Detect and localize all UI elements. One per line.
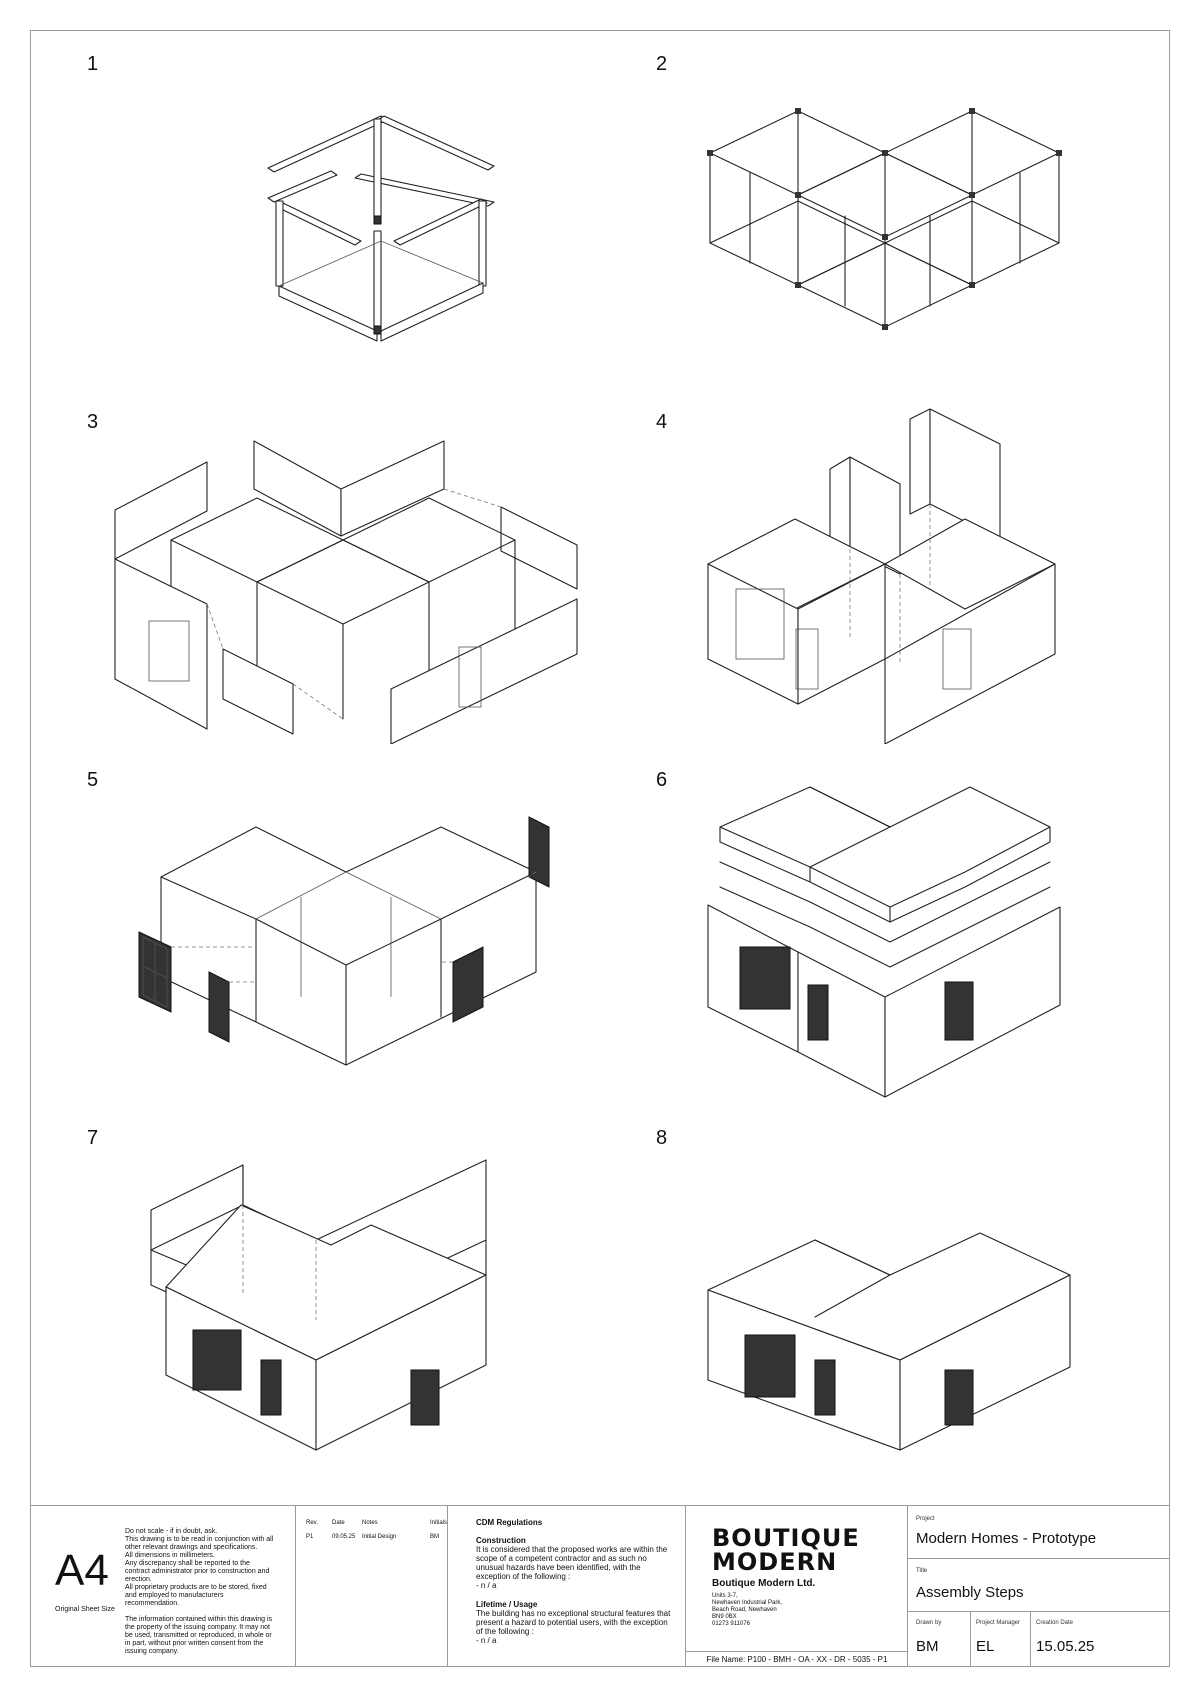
logo-line-2: MODERN	[712, 1548, 838, 1576]
assembly-step-3: 3	[31, 389, 591, 744]
logo-line-1: BOUTIQUE	[712, 1524, 860, 1552]
step-number: 5	[87, 769, 99, 791]
divider	[908, 1558, 1169, 1559]
step-number: 1	[87, 53, 99, 75]
divider	[908, 1611, 1169, 1612]
sheet-size-label: Original Sheet Size	[55, 1606, 115, 1613]
lifetime-heading: Lifetime / Usage	[476, 1600, 538, 1609]
assembly-step-6: 6	[600, 747, 1160, 1102]
frame-with-walls-drawing	[114, 440, 578, 744]
note-general: Do not scale - if in doubt, ask. This dr…	[125, 1528, 274, 1607]
file-name: File Name: P100 - BMH - OA - XX - DR - 5…	[686, 1651, 908, 1667]
step-number: 7	[87, 1127, 99, 1149]
completed-module-drawing	[707, 1232, 1071, 1451]
revision-table: Rev. Date Notes Initials P1 09.05.25 Ini…	[306, 1516, 456, 1544]
step-number: 3	[87, 411, 99, 433]
construction-text: It is considered that the proposed works…	[476, 1545, 668, 1590]
sheet-info-cell: A4 Original Sheet Size Do not scale - if…	[31, 1506, 296, 1667]
rev-col-initials: Initials	[430, 1520, 448, 1526]
company-address: Units 3-7, Newhaven Industrial Park, Bea…	[712, 1593, 783, 1627]
drawn-by-label: Drawn by	[916, 1620, 942, 1626]
rev-col-rev: Rev.	[306, 1520, 318, 1526]
drawing-notes: Do not scale - if in doubt, ask. This dr…	[125, 1528, 275, 1664]
construction-heading: Construction	[476, 1536, 526, 1545]
assembly-step-5: 5	[31, 747, 591, 1102]
step-number: 6	[656, 769, 668, 791]
lifetime-text: The building has no exceptional structur…	[476, 1609, 671, 1645]
cdm-regulations: CDM Regulations Construction It is consi…	[476, 1518, 676, 1655]
revision-table-cell: Rev. Date Notes Initials P1 09.05.25 Ini…	[296, 1506, 448, 1667]
frame-exploded-drawing	[267, 115, 495, 342]
rev-initials: BM	[430, 1534, 439, 1540]
creation-date: 15.05.25	[1036, 1638, 1095, 1655]
step-number: 4	[656, 411, 668, 433]
title-label: Title	[916, 1568, 928, 1574]
project-manager-label: Project Manager	[976, 1620, 1021, 1626]
company-logo: BOUTIQUE MODERN	[712, 1526, 860, 1574]
sheet-size: A4	[55, 1546, 109, 1595]
cdm-heading: CDM Regulations	[476, 1518, 543, 1527]
parapet-drawing	[150, 1159, 487, 1451]
revision-row: P1 09.05.25 Initial Design BM	[306, 1530, 456, 1544]
doors-and-windows-drawing	[138, 816, 550, 1066]
frame-grid-drawing	[707, 108, 1062, 330]
drawing-title: Assembly Steps	[916, 1584, 1024, 1601]
rev-col-date: Date	[332, 1520, 345, 1526]
note-copyright: The information contained within this dr…	[125, 1616, 273, 1655]
creation-date-label: Creation Date	[1036, 1620, 1074, 1626]
company-cell: BOUTIQUE MODERN Boutique Modern Ltd. Uni…	[686, 1506, 908, 1667]
assembly-step-7: 7	[31, 1105, 591, 1460]
rev-col-notes: Notes	[362, 1520, 378, 1526]
project-manager: EL	[976, 1638, 995, 1655]
internal-partitions-drawing	[707, 408, 1056, 744]
assembly-step-4: 4	[600, 389, 1160, 744]
project-info-cell: Project Modern Homes - Prototype Title A…	[908, 1506, 1169, 1667]
assembly-step-2: 2	[600, 31, 1160, 386]
assembly-step-1: 1	[31, 31, 591, 386]
step-number: 8	[656, 1127, 668, 1149]
divider	[970, 1611, 971, 1667]
roof-panels-drawing	[707, 786, 1061, 1098]
cdm-cell: CDM Regulations Construction It is consi…	[448, 1506, 686, 1667]
divider	[1030, 1611, 1031, 1667]
drawing-area: 1 2	[31, 31, 1169, 1505]
company-name: Boutique Modern Ltd.	[712, 1578, 816, 1589]
project-label: Project	[916, 1516, 935, 1522]
rev-value: P1	[306, 1534, 314, 1540]
project-name: Modern Homes - Prototype	[916, 1530, 1097, 1547]
title-block: A4 Original Sheet Size Do not scale - if…	[31, 1505, 1169, 1667]
step-number: 2	[656, 53, 668, 75]
rev-date: 09.05.25	[332, 1534, 356, 1540]
revision-header-row: Rev. Date Notes Initials	[306, 1516, 456, 1530]
sheet-border	[30, 30, 1170, 1667]
drawn-by: BM	[916, 1638, 939, 1655]
rev-notes: Initial Design	[362, 1534, 397, 1540]
assembly-step-8: 8	[600, 1105, 1160, 1460]
